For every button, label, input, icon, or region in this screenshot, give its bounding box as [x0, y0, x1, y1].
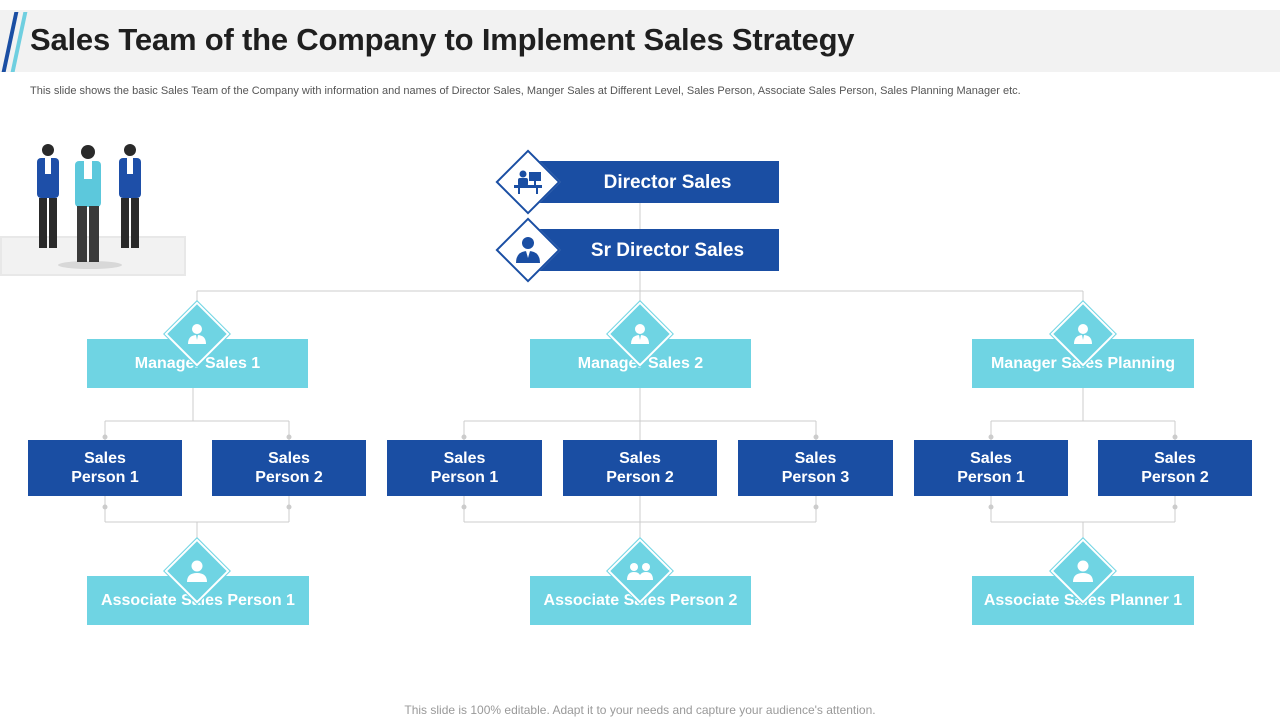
director-sales-box: Director Sales: [526, 161, 779, 203]
sales-person-box: Sales Person 2: [212, 440, 366, 496]
page-title: Sales Team of the Company to Implement S…: [30, 22, 855, 57]
sales-person-box: Sales Person 1: [28, 440, 182, 496]
sales-person-box: Sales Person 2: [563, 440, 717, 496]
sales-person-box: Sales Person 2: [1098, 440, 1252, 496]
sales-person-box: Sales Person 3: [738, 440, 893, 496]
page-subtitle: This slide shows the basic Sales Team of…: [30, 85, 1021, 97]
user-icon: [631, 324, 649, 344]
user-icon: [1074, 324, 1092, 344]
title-bar: [0, 10, 1280, 72]
person-icon: [187, 560, 207, 582]
footer-note: This slide is 100% editable. Adapt it to…: [404, 703, 876, 717]
group-icon: [627, 563, 653, 580]
person-icon: [1073, 560, 1093, 582]
sales-person-box: Sales Person 1: [387, 440, 542, 496]
sales-person-box: Sales Person 1: [914, 440, 1068, 496]
sr-director-sales-box: Sr Director Sales: [526, 229, 779, 271]
user-icon: [188, 324, 206, 344]
business-team-image: [0, 144, 186, 276]
desk-worker-icon: [514, 170, 542, 194]
businessman-icon: [516, 237, 540, 263]
